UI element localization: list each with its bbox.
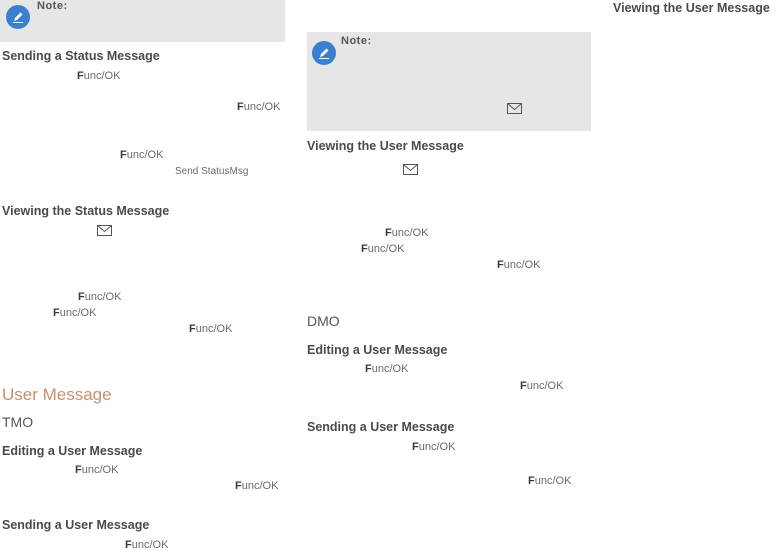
note-pencil-icon [6, 5, 30, 29]
func-ok-key: Func/OK [520, 380, 564, 392]
func-ok-key: Func/OK [75, 464, 119, 476]
menu-send-statusmsg: Send StatusMsg [175, 166, 249, 177]
note-pencil-icon [312, 41, 336, 65]
note-label-mid: Note: [341, 35, 372, 47]
func-ok-key: Func/OK [235, 480, 279, 492]
heading-sending-status-message: Sending a Status Message [2, 49, 160, 63]
func-ok-key: Func/OK [189, 323, 233, 335]
func-ok-key: Func/OK [120, 149, 164, 161]
func-ok-key: Func/OK [528, 475, 572, 487]
func-ok-key: Func/OK [385, 227, 429, 239]
subheading-dmo: DMO [307, 313, 340, 329]
func-ok-key: Func/OK [365, 363, 409, 375]
func-ok-key: Func/OK [53, 307, 97, 319]
heading-sending-user-message: Sending a User Message [307, 420, 455, 434]
envelope-icon [97, 225, 112, 236]
func-ok-key: Func/OK [412, 441, 456, 453]
func-ok-key: Func/OK [125, 539, 169, 551]
heading-sending-user-message: Sending a User Message [2, 518, 150, 532]
subheading-tmo: TMO [2, 414, 34, 430]
note-box-left [0, 0, 285, 42]
func-ok-key: Func/OK [78, 291, 122, 303]
heading-editing-user-message: Editing a User Message [307, 343, 448, 357]
heading-viewing-user-message: Viewing the User Message [613, 1, 770, 15]
heading-editing-user-message: Editing a User Message [2, 444, 143, 458]
heading-viewing-status-message: Viewing the Status Message [2, 204, 170, 218]
section-title-user-message: User Message [2, 385, 112, 404]
heading-viewing-user-message: Viewing the User Message [307, 139, 464, 153]
func-ok-key: Func/OK [77, 70, 121, 82]
note-label-left: Note: [37, 0, 68, 12]
func-ok-key: Func/OK [237, 101, 281, 113]
note-box-mid [307, 32, 591, 131]
envelope-icon [403, 164, 418, 175]
func-ok-key: Func/OK [497, 259, 541, 271]
envelope-icon [507, 103, 522, 114]
func-ok-key: Func/OK [361, 243, 405, 255]
